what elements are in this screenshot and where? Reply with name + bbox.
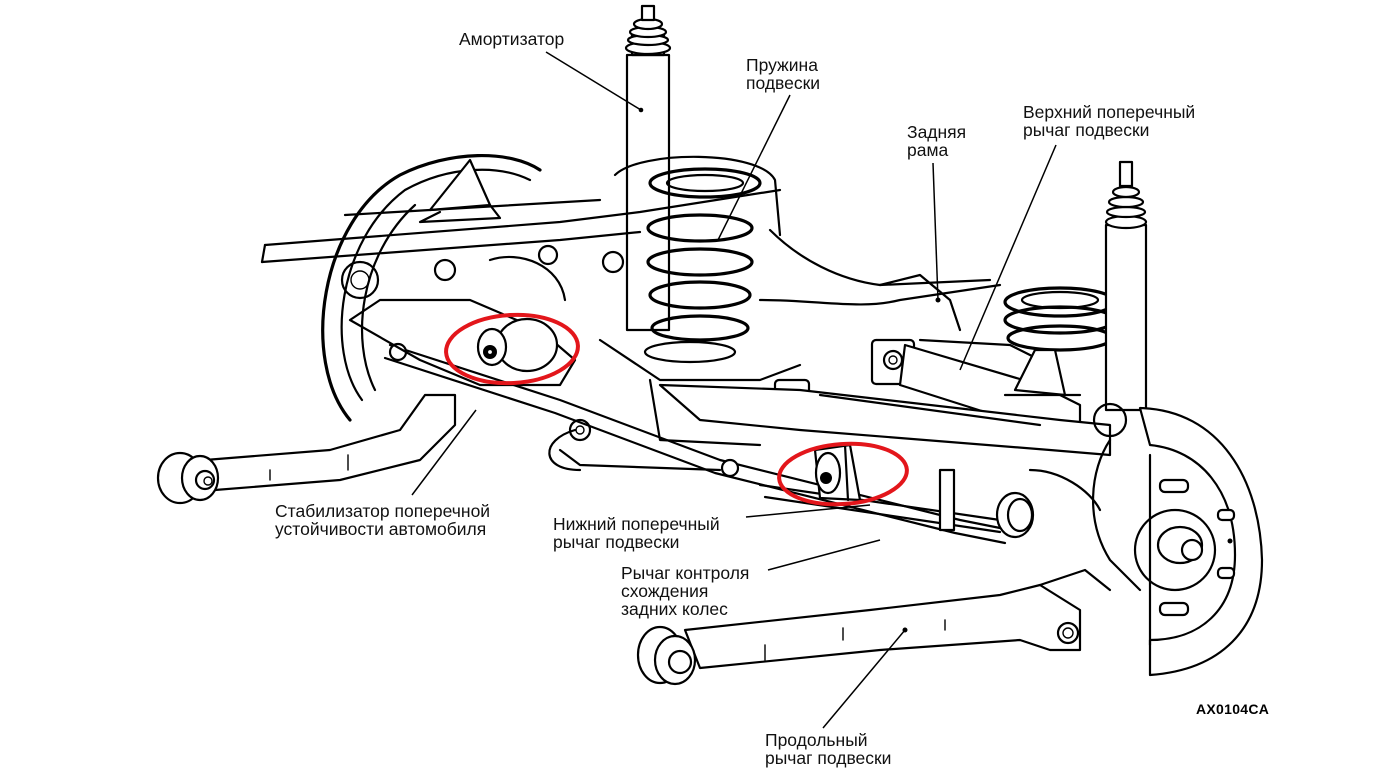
right-lower-arm-bushing — [813, 443, 862, 502]
leader-spring — [717, 94, 791, 241]
label-trailing-arm: Продольный рычаг подвески — [765, 730, 892, 768]
left-knuckle — [348, 244, 625, 387]
leader-lines — [411, 51, 1057, 729]
left-coil-spring — [613, 155, 782, 364]
leader-stabilizer — [411, 409, 477, 496]
label-upper-arm: Верхний поперечный рычаг подвески — [1023, 102, 1196, 140]
label-toe-link: Рычаг контроля схождения задних колес — [621, 563, 750, 619]
right-ball-joint — [995, 468, 1102, 539]
leader-toe-link — [767, 539, 881, 571]
left-trailing-arm — [156, 393, 457, 505]
label-shock-absorber: Амортизатор — [459, 29, 565, 49]
left-brake-shield — [321, 153, 542, 422]
lower-control-arm — [658, 383, 1112, 457]
toe-control-link — [758, 468, 1002, 534]
label-lower-arm: Нижний поперечный рычаг подвески — [553, 514, 720, 552]
leader-lower-arm — [745, 504, 871, 518]
label-spring: Пружина подвески — [746, 55, 821, 93]
label-stabilizer: Стабилизатор поперечной устойчивости авт… — [275, 501, 491, 539]
right-wheel-hub — [1092, 402, 1264, 677]
left-shock-absorber — [624, 4, 672, 332]
right-coil-spring — [1003, 286, 1117, 397]
highlight-left-bushing — [444, 312, 580, 386]
leader-trailing-arm — [822, 629, 906, 729]
label-rear-frame: Задняя рама — [907, 122, 967, 160]
figure-code: AX0104CA — [1196, 701, 1270, 717]
right-trailing-arm — [636, 568, 1112, 686]
highlight-right-bushing — [777, 441, 909, 507]
leader-rear-frame — [932, 162, 939, 301]
leader-upper-arm — [959, 144, 1057, 371]
leader-shock-absorber — [545, 51, 642, 111]
right-shock-absorber — [1104, 160, 1148, 412]
